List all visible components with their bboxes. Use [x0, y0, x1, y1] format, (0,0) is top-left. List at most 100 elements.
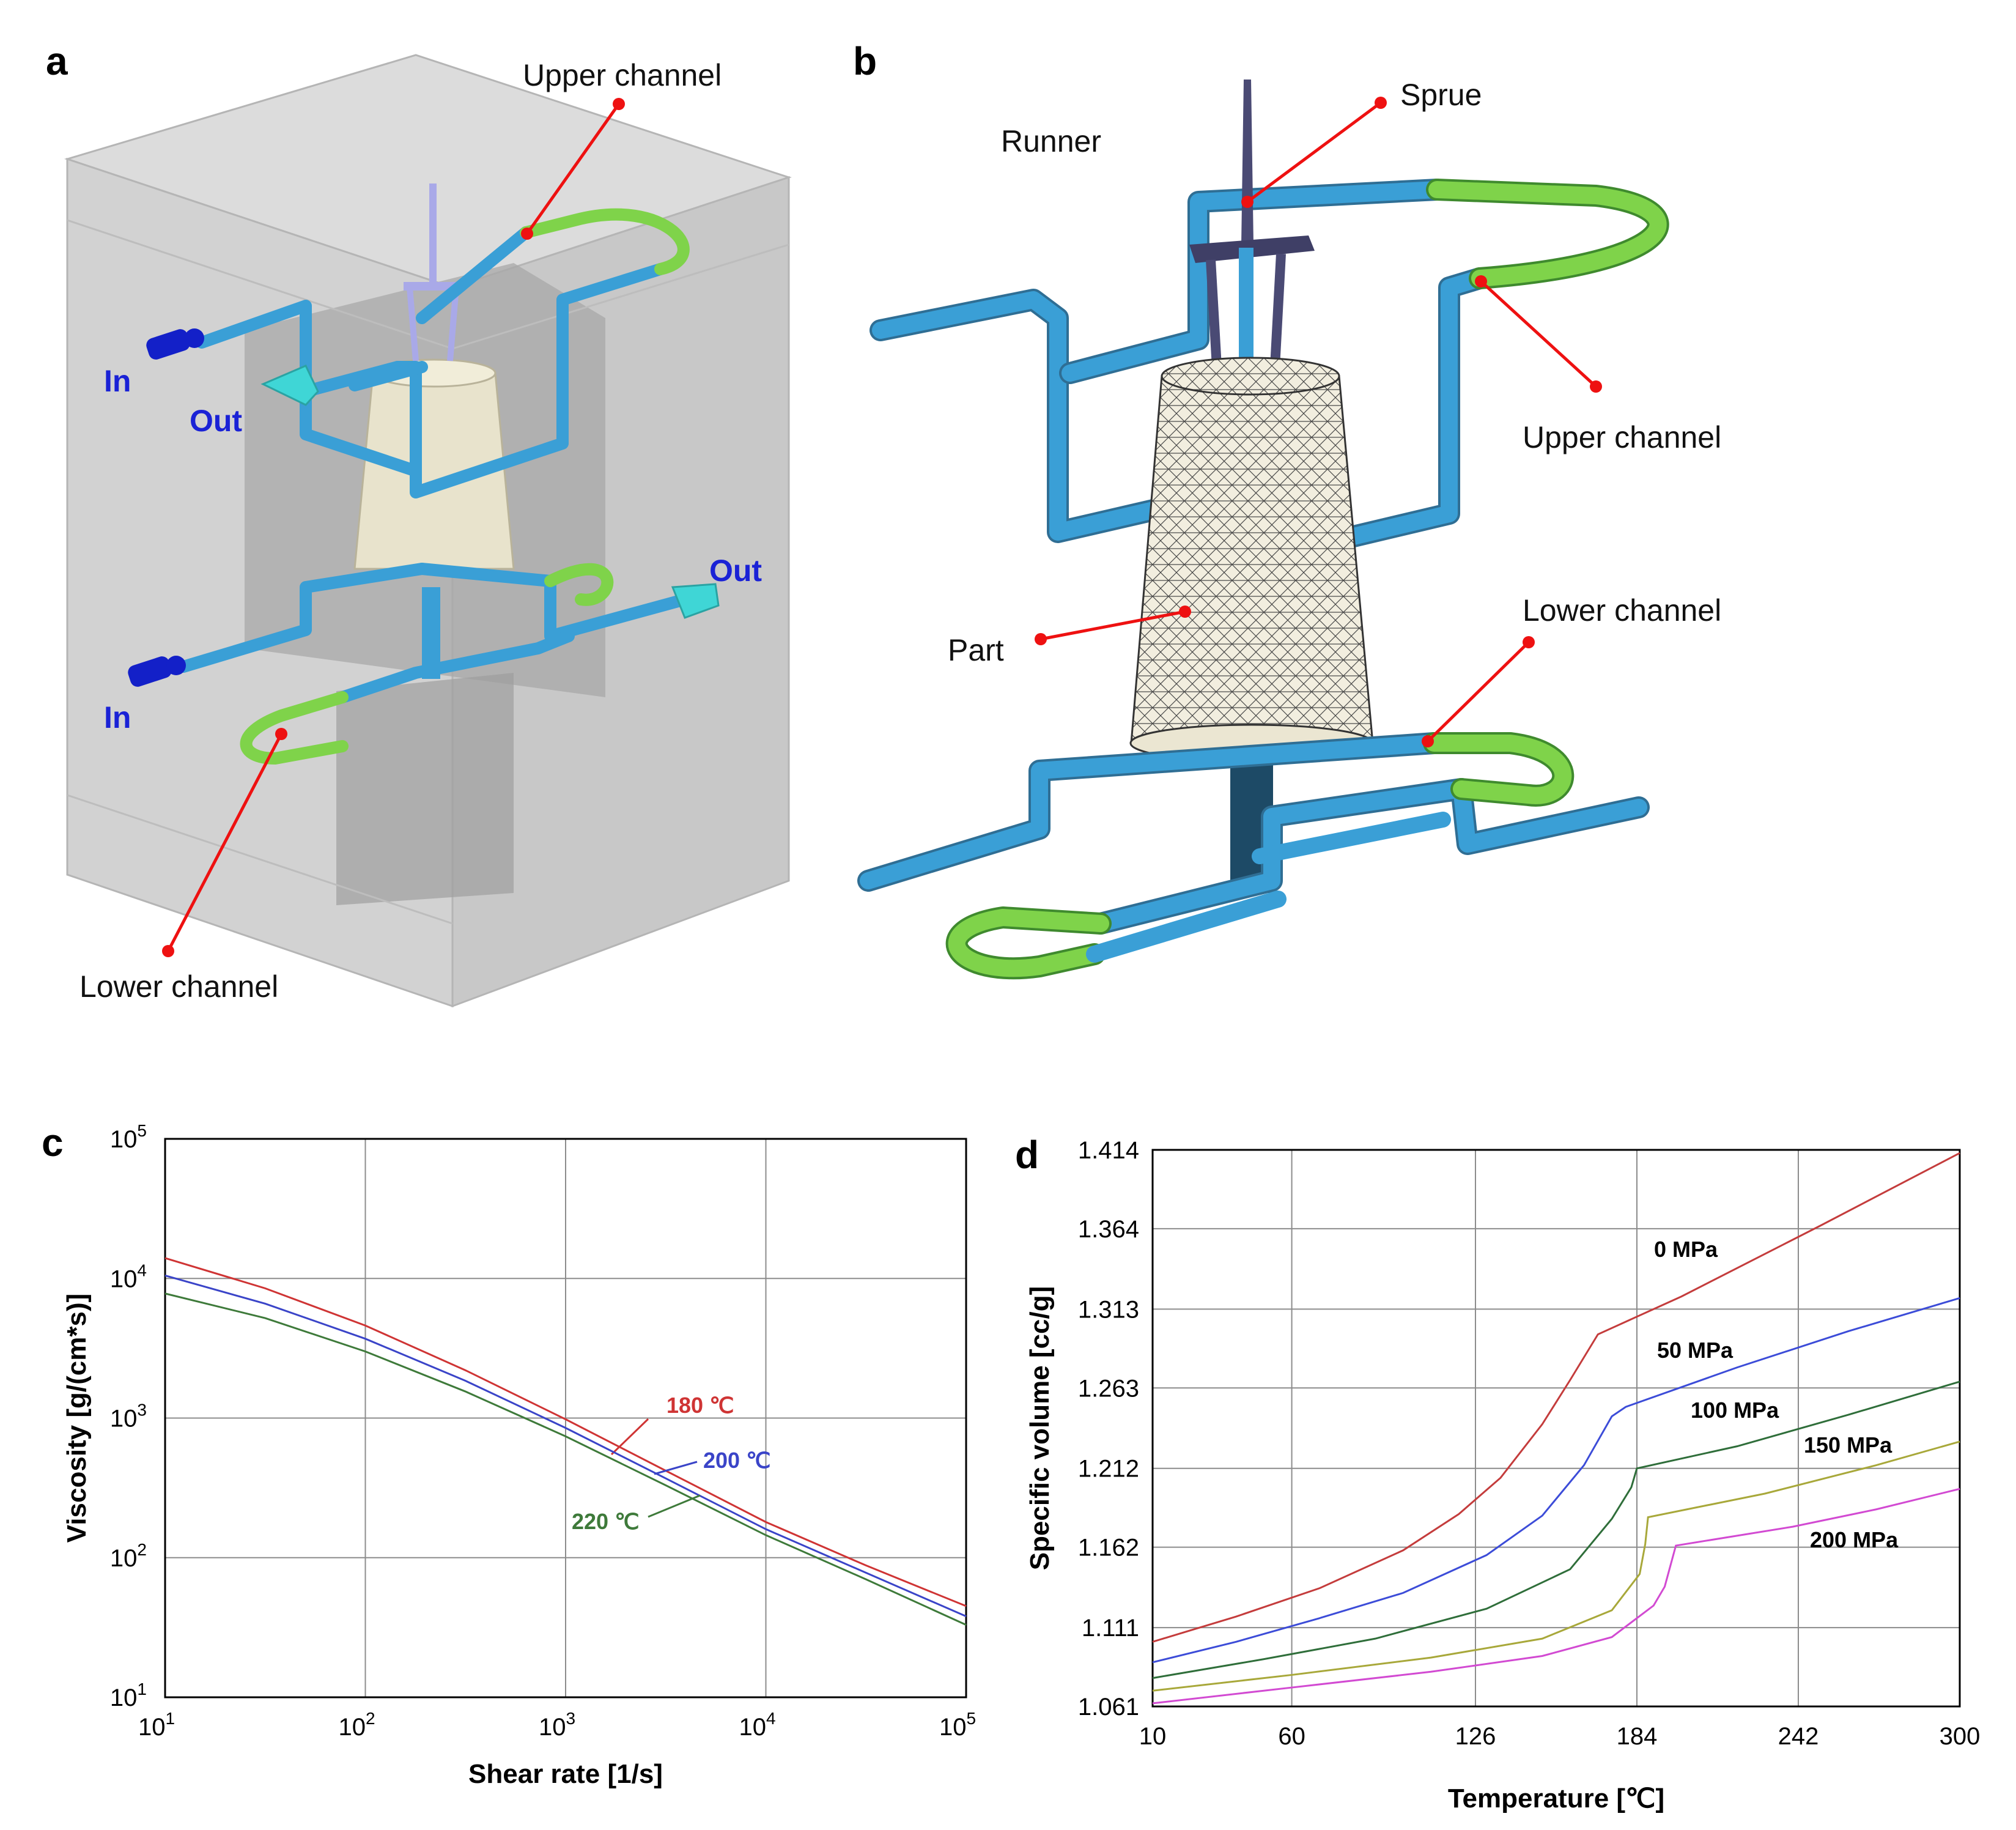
runner-leg-b-1 [1206, 259, 1222, 368]
c-series-line-0 [164, 1257, 967, 1607]
inlet-arrow-upper-head [185, 328, 204, 348]
callout-dot-lower-a-target [275, 728, 287, 740]
d-series-label-4: 200 MPa [1810, 1527, 1899, 1552]
lower-channel-b-left-pipe [860, 735, 1442, 889]
callout-line-upper-a [525, 103, 621, 235]
mold-plate-line-lower [67, 794, 453, 925]
out-label-upper: Out [190, 404, 242, 438]
inlet-arrow-lower [128, 656, 186, 687]
c-y-tick-label-3: 104 [110, 1261, 147, 1292]
c-series-label-2: 220 ℃ [572, 1509, 640, 1534]
lower-channel-b-bend [1425, 735, 1572, 804]
sprue-runner-b [1189, 80, 1315, 368]
c-y-tick-exp-0: 1 [137, 1680, 147, 1698]
c-x-tick-exp-0: 1 [165, 1709, 175, 1728]
outlet-arrow-lower [671, 583, 720, 619]
c-series-leader-0 [610, 1418, 649, 1456]
d-series-label-1: 50 MPa [1657, 1338, 1734, 1363]
d-y-tick-label-7: 1.414 [1078, 1137, 1139, 1164]
c-x-tick-exp-3: 4 [766, 1709, 776, 1728]
inlet-arrow-upper-body [146, 329, 190, 360]
lower-channel-a-segment-2 [416, 563, 691, 642]
d-series-label-3: 150 MPa [1804, 1432, 1892, 1458]
d-y-tick-label-5: 1.313 [1078, 1296, 1139, 1323]
callout-dot-upper-b-target [1475, 275, 1487, 287]
panel-a: a [46, 39, 792, 1008]
c-y-tick-label-0: 101 [110, 1680, 147, 1711]
d-y-tick-label-6: 1.364 [1078, 1216, 1139, 1243]
callout-dot-lower-a [162, 945, 174, 957]
d-series-line-1 [1152, 1297, 1960, 1664]
d-y-tick-label-2: 1.162 [1078, 1535, 1139, 1561]
upper-channel-a-segment-4 [416, 226, 532, 324]
callout-dot-lower-b [1523, 636, 1535, 648]
c-y-tick-label-1: 102 [110, 1540, 147, 1572]
upper-channel-b-bend [1428, 181, 1667, 287]
lower-channel-b-cross-pipe [1252, 812, 1451, 864]
c-plot-frame [164, 1138, 967, 1698]
callouts-b: Sprue Runner Upper channel Part Lower ch… [948, 78, 1721, 747]
upper-channel-b-top-pipe [1062, 181, 1446, 382]
d-series-line-3 [1152, 1440, 1960, 1692]
upper-channel-label-b: Upper channel [1523, 420, 1721, 454]
lower-channel-b-right-pipe [1092, 780, 1647, 932]
callout-dot-upper-a [613, 98, 625, 110]
d-y-tick-label-3: 1.212 [1078, 1456, 1139, 1483]
sprue-label: Sprue [1400, 78, 1482, 112]
lower-channel-label-b: Lower channel [1523, 593, 1721, 628]
callout-dot-sprue-target [1241, 196, 1254, 208]
callout-dot-upper-a-target [521, 228, 533, 240]
panel-b-letter: b [853, 39, 877, 83]
mold-plate-line-side [452, 243, 789, 350]
runner-leg-a-2 [447, 287, 459, 361]
runner-leg-b-2 [1270, 253, 1286, 368]
inlet-arrow-upper [146, 328, 204, 360]
lower-channel-a [177, 563, 691, 765]
c-series-label-1: 200 ℃ [703, 1448, 771, 1473]
lower-channel-label-a: Lower channel [79, 969, 278, 1004]
callout-dot-sprue [1375, 97, 1387, 109]
upper-channel-label-a: Upper channel [523, 58, 722, 92]
c-y-axis-label: Viscosity [g/(cm*s)] [62, 1294, 92, 1543]
c-y-tick-base-0: 10 [110, 1684, 138, 1711]
c-x-tick-base-2: 10 [539, 1714, 566, 1741]
d-series-label-0: 0 MPa [1654, 1237, 1718, 1262]
callout-dot-part [1035, 633, 1047, 645]
callout-line-lower-b [1427, 641, 1530, 743]
c-x-tick-label-4: 105 [939, 1709, 976, 1741]
c-x-axis-label: Shear rate [1/s] [468, 1759, 663, 1789]
c-x-tick-label-2: 103 [539, 1709, 575, 1741]
in-label-upper: In [104, 364, 131, 398]
inlet-arrow-lower-body [128, 656, 172, 687]
part-mesh-body [1130, 375, 1374, 744]
d-series-label-2: 100 MPa [1691, 1398, 1779, 1423]
c-x-tick-base-0: 10 [138, 1714, 166, 1741]
d-x-tick-label-0: 10 [1139, 1723, 1167, 1750]
c-y-tick-exp-3: 4 [137, 1261, 147, 1280]
inlet-arrow-lower-head [166, 656, 186, 675]
c-series-label-0: 180 ℃ [666, 1393, 734, 1418]
callout-dot-part-target [1179, 606, 1191, 618]
c-y-tick-exp-1: 2 [137, 1540, 147, 1559]
d-x-tick-label-2: 126 [1455, 1723, 1496, 1750]
d-plot-frame [1151, 1149, 1961, 1708]
panel-a-letter: a [46, 39, 68, 83]
callout-dot-lower-b-target [1422, 735, 1434, 747]
callouts-a: Upper channel Lower channel [79, 58, 722, 1004]
lower-channel-b-left-bend [948, 909, 1109, 977]
d-x-tick-label-5: 300 [1940, 1723, 1981, 1750]
d-y-tick-label-4: 1.263 [1078, 1375, 1139, 1402]
c-y-tick-base-3: 10 [110, 1265, 138, 1292]
lower-channel-a-segment-3 [336, 630, 575, 703]
c-y-tick-exp-4: 5 [137, 1121, 147, 1140]
c-x-tick-label-1: 102 [338, 1709, 375, 1741]
panel-c-letter: c [42, 1121, 64, 1165]
callout-dot-upper-b [1590, 380, 1602, 393]
c-y-tick-base-2: 10 [110, 1406, 138, 1432]
c-series-line-1 [164, 1274, 967, 1618]
outlet-arrow-upper-head [260, 365, 319, 406]
runner-leg-a-1 [407, 287, 419, 361]
mold-lower-shadow [336, 673, 514, 905]
